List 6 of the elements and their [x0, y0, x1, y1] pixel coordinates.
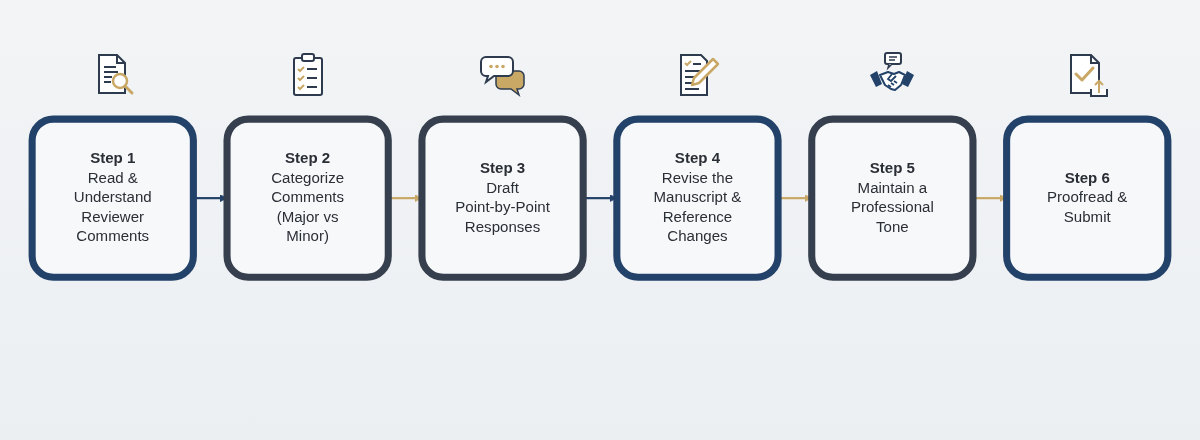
node-box: Step 2 Categorize Comments (Major vs Minor): [223, 115, 392, 281]
node-box: Step 3 Draft Point-by-Point Responses: [418, 115, 587, 281]
node-box: Step 5 Maintain a Professional Tone: [808, 115, 977, 281]
node-box: Step 6 Proofread & Submit: [1003, 115, 1172, 281]
node-box: Step 4 Revise the Manuscript & Reference Changes: [613, 115, 782, 281]
node-box: Step 1 Read & Understand Reviewer Comments: [28, 115, 197, 281]
